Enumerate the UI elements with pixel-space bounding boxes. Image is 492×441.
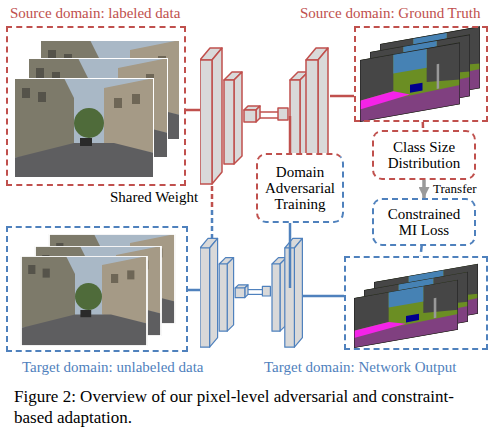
dashed-frame	[6, 226, 188, 352]
wires	[303, 295, 344, 298]
wires	[186, 109, 200, 112]
wires	[330, 95, 354, 98]
target-image-group: Target domain: unlabeled data	[6, 226, 188, 378]
annotation-label: Shared Weight	[110, 188, 198, 206]
target-photos	[21, 256, 147, 346]
wires	[211, 210, 214, 238]
connector	[419, 246, 422, 256]
output-maps	[354, 264, 478, 348]
ground-truth-maps	[360, 26, 480, 122]
figure-caption: Figure 2: Overview of our pixel-level ad…	[14, 386, 482, 428]
output-maps	[354, 280, 458, 348]
domain-heading: Source domain: labeled data	[10, 4, 180, 22]
box-text: Class Size Distribution	[383, 139, 465, 171]
target-network	[200, 238, 302, 347]
adversarial-box: Domain Adversarial Training	[256, 153, 344, 223]
source-photos	[14, 40, 180, 178]
network-output-group: Target domain: Network Output	[262, 256, 490, 378]
wires	[188, 289, 200, 292]
domain-heading: Target domain: Network Output	[264, 358, 456, 376]
box-text: Domain Adversarial Training	[265, 164, 335, 212]
domain-heading: Target domain: unlabeled data	[22, 358, 204, 376]
connector	[422, 180, 426, 198]
wires	[289, 116, 292, 153]
ground-truth-group: Source domain: Ground Truth	[298, 4, 490, 122]
wires	[211, 186, 214, 210]
wires	[289, 223, 292, 288]
target-photos	[21, 234, 175, 346]
dashed-frame	[6, 26, 186, 186]
dashed-frame	[354, 26, 488, 122]
connector	[422, 122, 425, 130]
domain-heading: Source domain: Ground Truth	[300, 4, 480, 22]
dashed-frame	[344, 256, 488, 350]
mi-loss-box: Constrained MI Loss	[372, 198, 476, 246]
class-size-box: Class Size Distribution	[372, 130, 476, 180]
ground-truth-maps	[360, 42, 460, 122]
source-photos	[14, 78, 154, 178]
edge-label: Transfer	[433, 180, 477, 198]
source-image-group: Source domain: labeled data	[6, 4, 186, 188]
box-text: Constrained MI Loss	[383, 206, 465, 238]
wires	[186, 96, 354, 296]
